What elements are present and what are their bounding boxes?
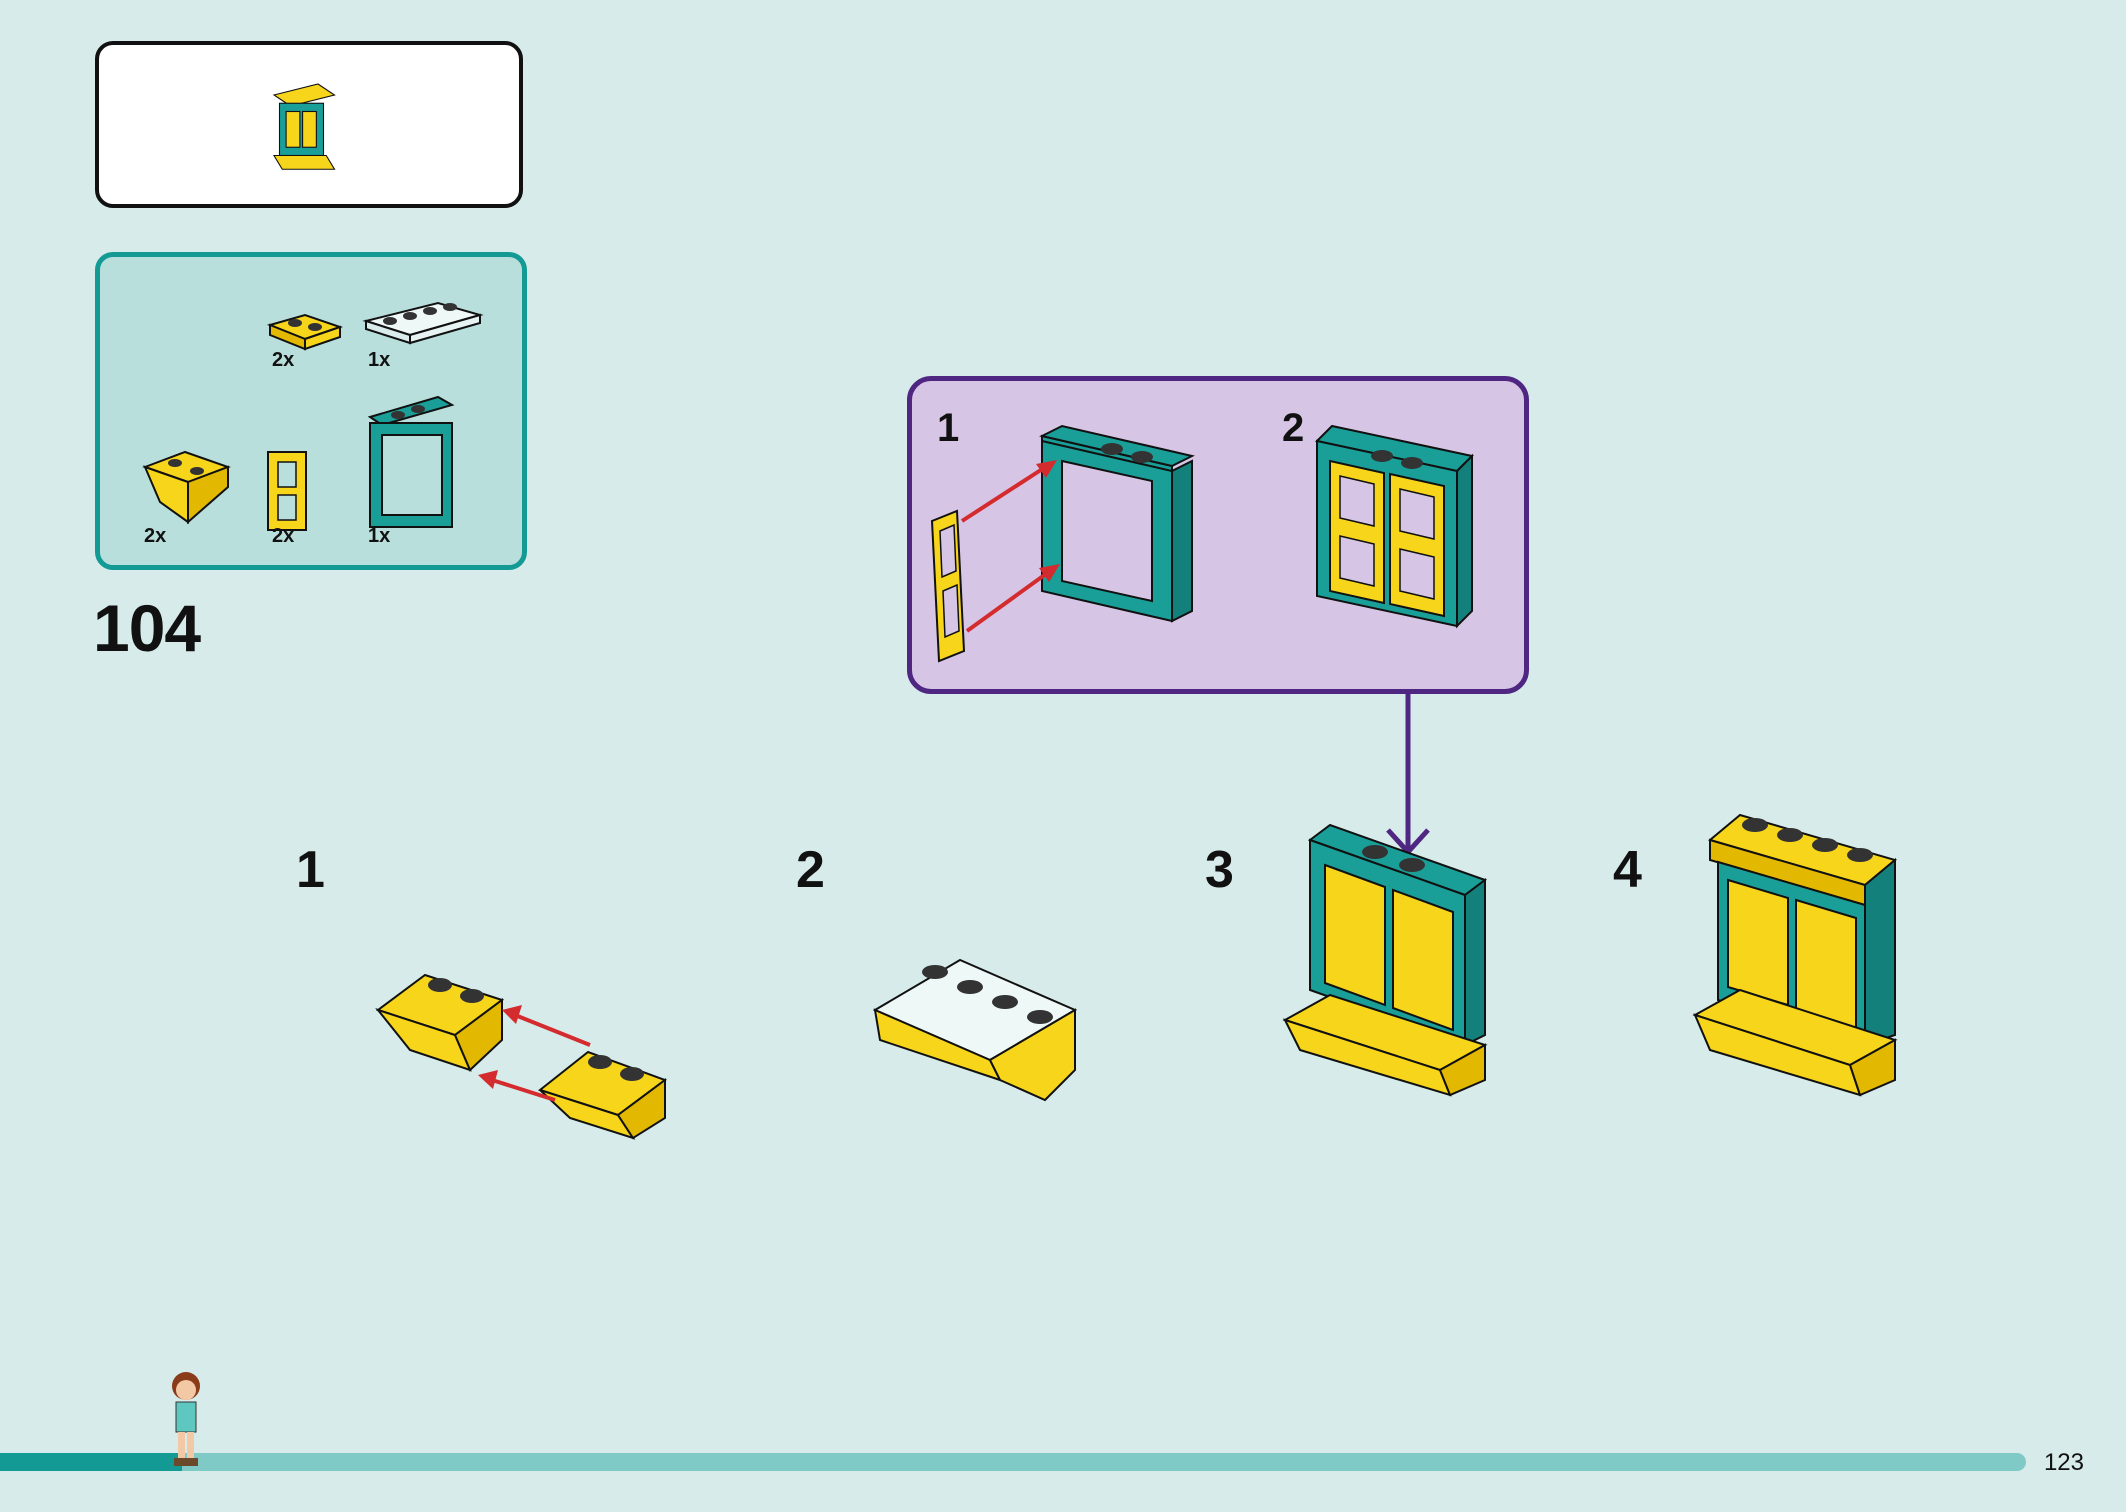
part-qty: 2x xyxy=(272,525,295,547)
yellow-slope-icon xyxy=(142,450,231,525)
callout-step-number: 2 xyxy=(1282,406,1305,450)
sub-step-number: 3 xyxy=(1205,841,1234,899)
step-3-window-assembly-icon xyxy=(1282,823,1488,1097)
page-number: 123 xyxy=(2043,1449,2084,1476)
part-qty: 2x xyxy=(144,525,167,547)
sub-step-number: 2 xyxy=(796,841,825,899)
red-arrow-icon xyxy=(960,460,1060,633)
teal-window-frame-icon xyxy=(1039,424,1195,623)
step-2-plate-icon xyxy=(872,958,1078,1102)
step-number: 104 xyxy=(93,591,201,665)
yellow-plate-rail-icon xyxy=(266,313,344,351)
character-figure-icon xyxy=(172,1372,200,1466)
callout-box: 1 2 xyxy=(907,376,1529,694)
yellow-window-pane-icon xyxy=(930,509,966,663)
step-4-window-assembly-icon xyxy=(1692,813,1898,1097)
yellow-window-pane-icon xyxy=(267,451,307,531)
callout-step-number: 1 xyxy=(937,406,960,450)
callout-connector-arrow-icon xyxy=(1386,694,1430,856)
parts-list-box: 2x 1x 2x 2x 1x xyxy=(95,252,527,570)
red-arrow-icon xyxy=(478,1005,591,1102)
step-1-slopes-icon xyxy=(375,973,668,1140)
part-qty: 1x xyxy=(368,525,391,547)
window-frame-with-panes-icon xyxy=(1314,424,1475,629)
sub-step-number: 4 xyxy=(1613,841,1642,899)
window-assembly-preview-icon xyxy=(272,83,336,170)
progress-bar xyxy=(0,1453,2026,1471)
sub-step-number: 1 xyxy=(296,841,325,899)
parts-list-art xyxy=(142,301,484,531)
teal-window-frame-icon xyxy=(367,395,455,528)
part-qty: 1x xyxy=(368,349,391,371)
callout-art xyxy=(930,424,1475,663)
part-qty: 2x xyxy=(272,349,295,371)
submodel-preview-box xyxy=(95,41,523,208)
aqua-plate-1x4-icon xyxy=(362,301,484,345)
